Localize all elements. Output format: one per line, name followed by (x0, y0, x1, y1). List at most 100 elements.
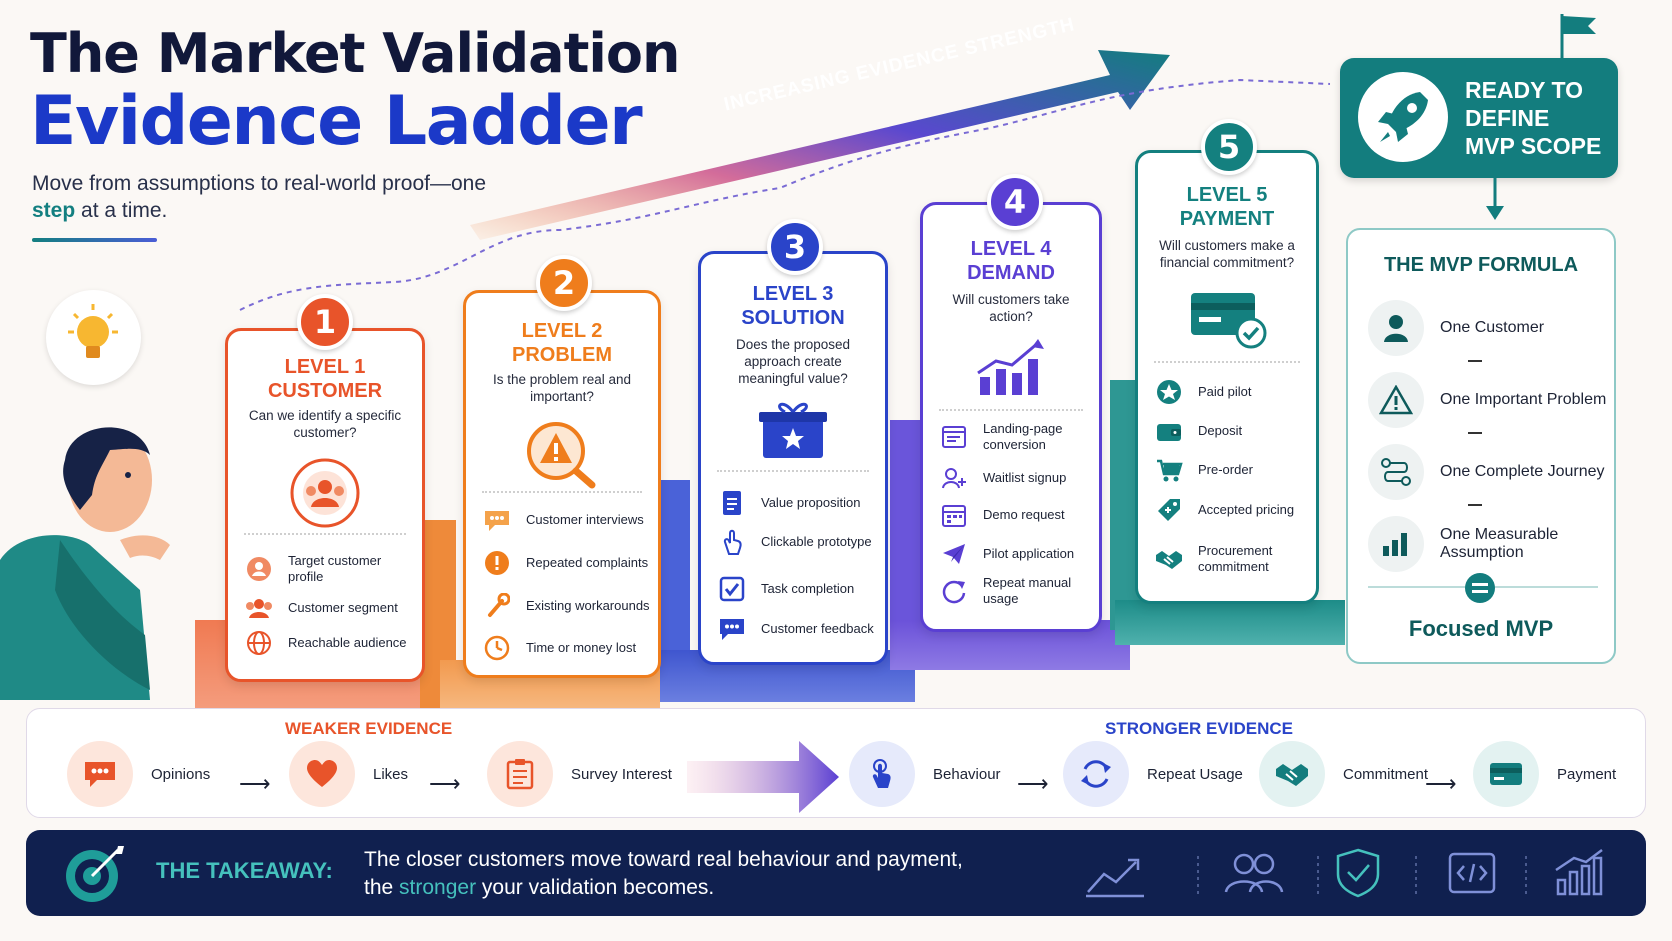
arrow-right-icon: ⟶ (1017, 771, 1049, 796)
formula-row: One Important Problem (1368, 372, 1608, 428)
step-base-5 (1115, 600, 1345, 645)
stronger-evidence-label: STRONGER EVIDENCE (1105, 719, 1293, 738)
repeat-icon (1063, 741, 1129, 807)
mvp-formula-panel: THE MVP FORMULA One Customer One Importa… (1346, 228, 1616, 664)
subtitle-part1: Move from assumptions to real-world proo… (32, 172, 487, 195)
level-3-divider (717, 470, 869, 472)
weak-evidence-item: Survey Interest (487, 741, 672, 807)
gift-box-icon (759, 402, 827, 458)
document-icon (717, 488, 747, 518)
click-pointer-icon (717, 527, 747, 557)
level-2-question: Is the problem real and important? (492, 372, 632, 404)
formula-row: One Measurable Assumption (1368, 516, 1608, 572)
takeaway-icons (1086, 848, 1603, 898)
level-5-item: Procurement commitment (1154, 543, 1310, 575)
strong-evidence-item: Behaviour (849, 741, 1001, 807)
level-4-item: Landing-page conversion (939, 421, 1093, 453)
opinions-icon (67, 741, 133, 807)
code-icon (1448, 852, 1496, 894)
level-1-item-label: Customer segment (288, 600, 398, 615)
level-2-item: Customer interviews (482, 505, 652, 535)
page-title-line1: The Market Validation (30, 22, 680, 85)
level-5-item-label: Deposit (1198, 423, 1243, 438)
wrench-icon (482, 591, 512, 621)
level-5-badge: 5 (1201, 119, 1257, 175)
evidence-strength-arrow (470, 50, 1170, 240)
level-5-item: Deposit (1154, 416, 1310, 446)
down-arrow (1486, 178, 1504, 220)
users-icon (1224, 853, 1284, 893)
chat-bubble-icon (482, 505, 512, 535)
level-1-item: Target customer profile (244, 553, 416, 585)
level-5-item: Paid pilot (1154, 377, 1310, 407)
level-1-item: Customer segment (244, 593, 416, 623)
level-4-item-label: Waitlist signup (983, 470, 1067, 485)
tap-pointer-icon (849, 741, 915, 807)
subtitle-part2: at a time. (75, 199, 168, 222)
heart-icon (289, 741, 355, 807)
takeaway-line2: the stronger your validation becomes. (364, 876, 715, 899)
strong-evidence-item: Payment (1473, 741, 1616, 807)
level-2-item: Repeated complaints (482, 548, 652, 578)
strong-evidence-item: Commitment (1259, 741, 1428, 807)
equals-icon (1465, 573, 1495, 603)
level-5-item-label: Paid pilot (1198, 384, 1252, 399)
formula-row-label: One Complete Journey (1440, 463, 1605, 480)
level-3-item-label: Task completion (761, 581, 855, 596)
takeaway-label: THE TAKEAWAY: (156, 858, 333, 883)
strong-evidence-label: Commitment (1343, 765, 1429, 783)
level-3-item: Customer feedback (717, 614, 879, 644)
page-title-line2: Evidence Ladder (30, 82, 643, 161)
calendar-icon (939, 500, 969, 530)
level-4-divider (939, 409, 1083, 411)
target-customer-icon (290, 458, 360, 528)
star-badge-icon (1154, 377, 1184, 407)
evidence-comparison-bar: WEAKER EVIDENCE STRONGER EVIDENCE Opinio… (26, 708, 1646, 818)
level-1-divider (244, 533, 406, 535)
strong-evidence-item: Repeat Usage (1063, 741, 1243, 807)
weak-evidence-item: Opinions (67, 741, 210, 807)
mvp-formula-title: THE MVP FORMULA (1383, 254, 1579, 276)
level-2-item: Time or money lost (482, 633, 652, 663)
strong-evidence-label: Repeat Usage (1147, 765, 1243, 783)
idea-thought-bubble (46, 290, 141, 385)
survey-clipboard-icon (487, 741, 553, 807)
level-2-badge: 2 (536, 255, 592, 311)
formula-row-label: One Important Problem (1440, 391, 1607, 408)
payment-card-icon (1473, 741, 1539, 807)
subtitle-underline (32, 238, 157, 242)
browser-page-icon (939, 422, 969, 452)
weak-evidence-label: Likes (373, 765, 409, 783)
level-5-item: Pre-order (1154, 455, 1310, 485)
level-4-item-label: Repeat manual usage (983, 575, 1072, 606)
formula-row: One Complete Journey (1368, 444, 1608, 500)
flag-icon (1560, 14, 1596, 60)
formula-result: Focused MVP (1408, 616, 1554, 641)
level-1-item: Reachable audience (244, 628, 416, 658)
journey-path-icon (1368, 444, 1424, 500)
level-3-item-label: Value proposition (761, 495, 861, 510)
level-1-question: Can we identify a specific customer? (248, 408, 402, 440)
formula-row-label: One Customer (1440, 319, 1545, 336)
arrow-right-icon: ⟶ (1425, 771, 1457, 796)
level-3-badge: 3 (767, 219, 823, 275)
formula-row: One Customer (1368, 300, 1608, 356)
cart-icon (1154, 455, 1184, 485)
level-4-item: Waitlist signup (939, 463, 1093, 493)
rocket-icon (1378, 92, 1428, 142)
level-4-question: Will customers take action? (952, 292, 1070, 324)
level-2-item-label: Time or money lost (526, 640, 637, 655)
level-2-item: Existing workarounds (482, 591, 652, 621)
thinking-person-illustration (0, 427, 170, 700)
level-2-divider (482, 491, 642, 493)
level-5-item-label: Accepted pricing (1198, 502, 1295, 517)
arrow-right-icon: ⟶ (429, 771, 461, 796)
weak-evidence-item: Likes (289, 741, 408, 807)
